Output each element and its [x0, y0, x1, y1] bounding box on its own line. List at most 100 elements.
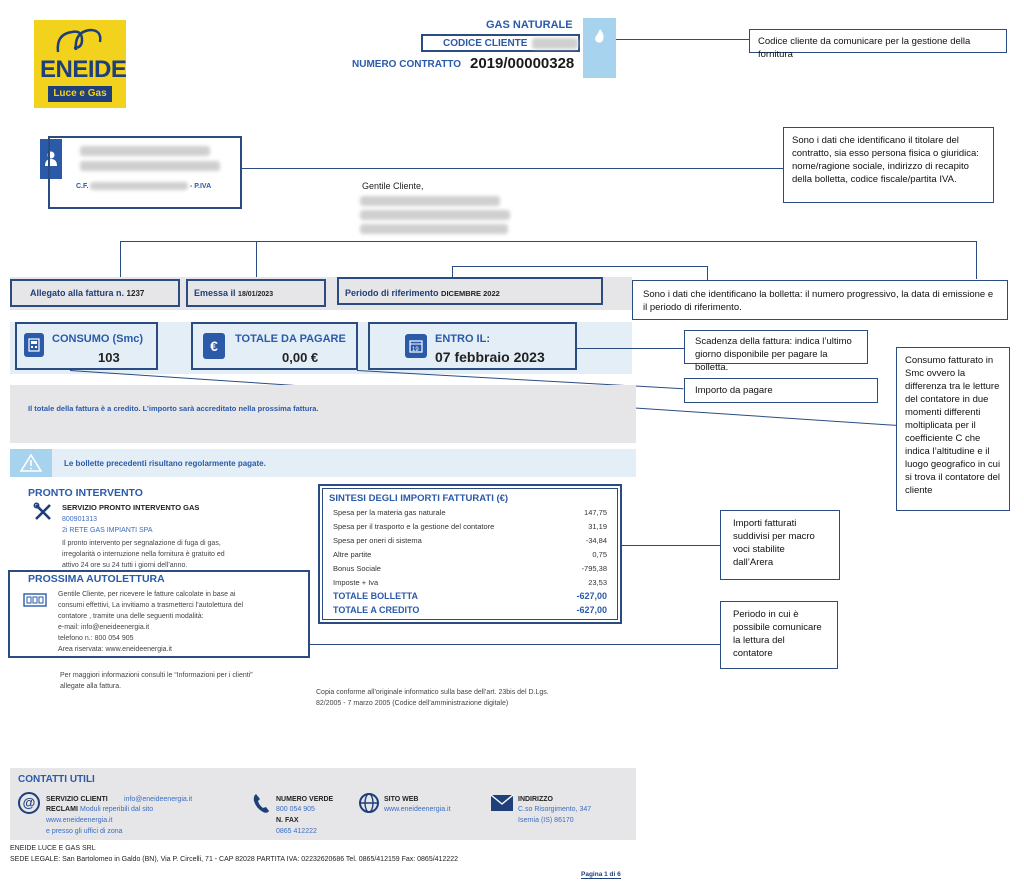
totale-value: 0,00 €	[282, 350, 319, 365]
mail-icon	[490, 794, 514, 812]
contatti-band	[10, 768, 636, 840]
connector-macro	[622, 545, 720, 546]
reclami-text: Moduli reperibili dal sito	[80, 806, 154, 813]
credit-text: Il totale della fattura è a credito. L’i…	[28, 404, 319, 413]
credit-band	[10, 385, 636, 443]
reclami-label: RECLAMI	[46, 806, 78, 813]
codice-cliente-label: CODICE CLIENTE	[443, 38, 528, 49]
note-codice: Codice cliente da comunicare per la gest…	[749, 29, 1007, 60]
info-text-2: allegate alla fattura.	[60, 683, 122, 690]
footer-page: Pagina 1 di 6	[581, 871, 621, 879]
autolettura-area: Area riservata: www.eneideenergia.it	[58, 646, 173, 653]
note-titolare: Sono i dati che identificano il titolare…	[783, 127, 994, 203]
autolettura-line3: contatore , tramite una delle seguenti m…	[58, 613, 204, 620]
allegato-box	[10, 279, 180, 307]
fax-value: 0865 412222	[276, 828, 317, 835]
copia-line2: 82/2005 - 7 marzo 2005 (Codice dell’ammi…	[316, 700, 509, 707]
autolettura-email: e-mail: info@eneideenergia.it	[58, 624, 150, 631]
cf-label: C.F.	[76, 183, 89, 190]
client-name-redacted	[80, 146, 210, 156]
at-icon: @	[18, 792, 40, 814]
consumo-box	[15, 322, 158, 370]
note-importo: Importo da pagare	[684, 378, 878, 403]
calendar-icon: 19	[405, 334, 427, 358]
gas-label: GAS NATURALE	[486, 19, 573, 31]
client-box	[48, 136, 242, 209]
sintesi-row: Spesa per il trasporto e la gestione del…	[333, 522, 607, 531]
connector-scadenza	[577, 348, 684, 349]
contatti-title: CONTATTI UTILI	[18, 774, 95, 785]
note-macro: Importi fatturati suddivisi per macro vo…	[720, 510, 840, 580]
pronto-company: 2i RETE GAS IMPIANTI SPA	[62, 527, 153, 534]
autolettura-box	[8, 570, 310, 658]
logo-name: ENEIDE	[40, 56, 127, 83]
cf-redacted	[90, 182, 188, 190]
footer-sede: SEDE LEGALE: San Bartolomeo in Galdo (BN…	[10, 856, 459, 863]
info-text-1: Per maggiori informazioni consulti le “I…	[60, 672, 253, 679]
copia-line1: Copia conforme all’originale informatico…	[316, 689, 549, 696]
periodo-box	[337, 277, 603, 305]
tools-icon	[31, 500, 55, 524]
logo-flame-icon	[56, 28, 102, 53]
sito-value: www.eneideenergia.it	[384, 806, 451, 813]
sito-label: SITO WEB	[384, 796, 419, 803]
sintesi-row: Bonus Sociale-795,38	[333, 564, 607, 573]
connector-titolare	[242, 168, 783, 169]
autolettura-title: PROSSIMA AUTOLETTURA	[28, 573, 165, 585]
pronto-title: PRONTO INTERVENTO	[28, 487, 143, 499]
client-address-redacted	[80, 161, 220, 171]
pronto-line3: attivo 24 ore su 24 tutti i giorni dell’…	[62, 562, 188, 569]
warning-text: Le bollette precedenti risultano regolar…	[64, 459, 266, 468]
address-redacted-3	[360, 224, 508, 234]
address-redacted-1	[360, 196, 500, 206]
consumo-value: 103	[98, 350, 120, 365]
codice-cliente-box	[421, 34, 580, 52]
reclami-uffici: e presso gli uffici di zona	[46, 828, 123, 835]
kpi-band	[10, 322, 632, 374]
address-redacted-2	[360, 210, 510, 220]
indirizzo-label: INDIRIZZO	[518, 796, 553, 803]
svg-text:19: 19	[412, 347, 419, 353]
logo: ENEIDE Luce e Gas	[34, 20, 127, 108]
bracket-top	[120, 241, 977, 242]
consumo-label: CONSUMO (Smc)	[52, 333, 144, 345]
globe-icon	[358, 792, 380, 814]
reclami-site: www.eneideenergia.it	[46, 817, 113, 824]
logo-sub: Luce e Gas	[48, 86, 112, 102]
autolettura-line1: Gentile Cliente, per ricevere le fatture…	[58, 591, 236, 598]
pronto-service: SERVIZIO PRONTO INTERVENTO GAS	[62, 503, 200, 512]
footer-company: ENEIDE LUCE E GAS SRL	[10, 845, 96, 852]
entro-value: 07 febbraio 2023	[435, 349, 545, 365]
connector-periodo	[310, 644, 720, 645]
indirizzo-2: Isernia (IS) 86170	[518, 817, 574, 824]
euro-icon: €	[203, 333, 225, 359]
entro-label: ENTRO IL:	[435, 333, 490, 345]
fax-label: N. FAX	[276, 817, 299, 824]
gas-icon-panel	[583, 18, 616, 78]
servizio-email: info@eneideenergia.it	[124, 796, 193, 803]
emessa-text: Emessa il 18/01/2023	[194, 288, 274, 298]
warning-icon	[10, 449, 52, 477]
phone-icon	[252, 792, 272, 814]
note-consumo: Consumo fatturato in Smc ovvero la diffe…	[896, 347, 1010, 511]
total-credito-row: TOTALE A CREDITO-627,00	[333, 605, 607, 615]
periodo-text: Periodo di riferimento DICEMBRE 2022	[345, 288, 500, 298]
gas-flame-icon	[595, 29, 604, 43]
note-scadenza: Scadenza della fattura: indica l’ultimo …	[684, 330, 868, 373]
indirizzo-1: C.so Risorgimento, 347	[518, 806, 592, 813]
sintesi-row: Spesa per oneri di sistema-34,84	[333, 536, 607, 545]
autolettura-line2: consumi effettivi, La invitiamo a trasme…	[58, 602, 244, 609]
warning-band	[10, 449, 636, 477]
pronto-line1: Il pronto intervento per segnalazione di…	[62, 540, 221, 547]
pronto-line2: irregolarità o interruzione nella fornit…	[62, 551, 225, 558]
sintesi-inner: SINTESI DEGLI IMPORTI FATTURATI (€) Spes…	[322, 488, 618, 620]
sintesi-box	[318, 484, 622, 624]
servizio-label: SERVIZIO CLIENTI	[46, 796, 108, 803]
totale-label: TOTALE DA PAGARE	[235, 333, 346, 345]
verde-label: NUMERO VERDE	[276, 796, 334, 803]
entro-box	[368, 322, 577, 370]
meter-icon	[24, 333, 44, 357]
contratto-label: NUMERO CONTRATTO	[352, 59, 462, 70]
